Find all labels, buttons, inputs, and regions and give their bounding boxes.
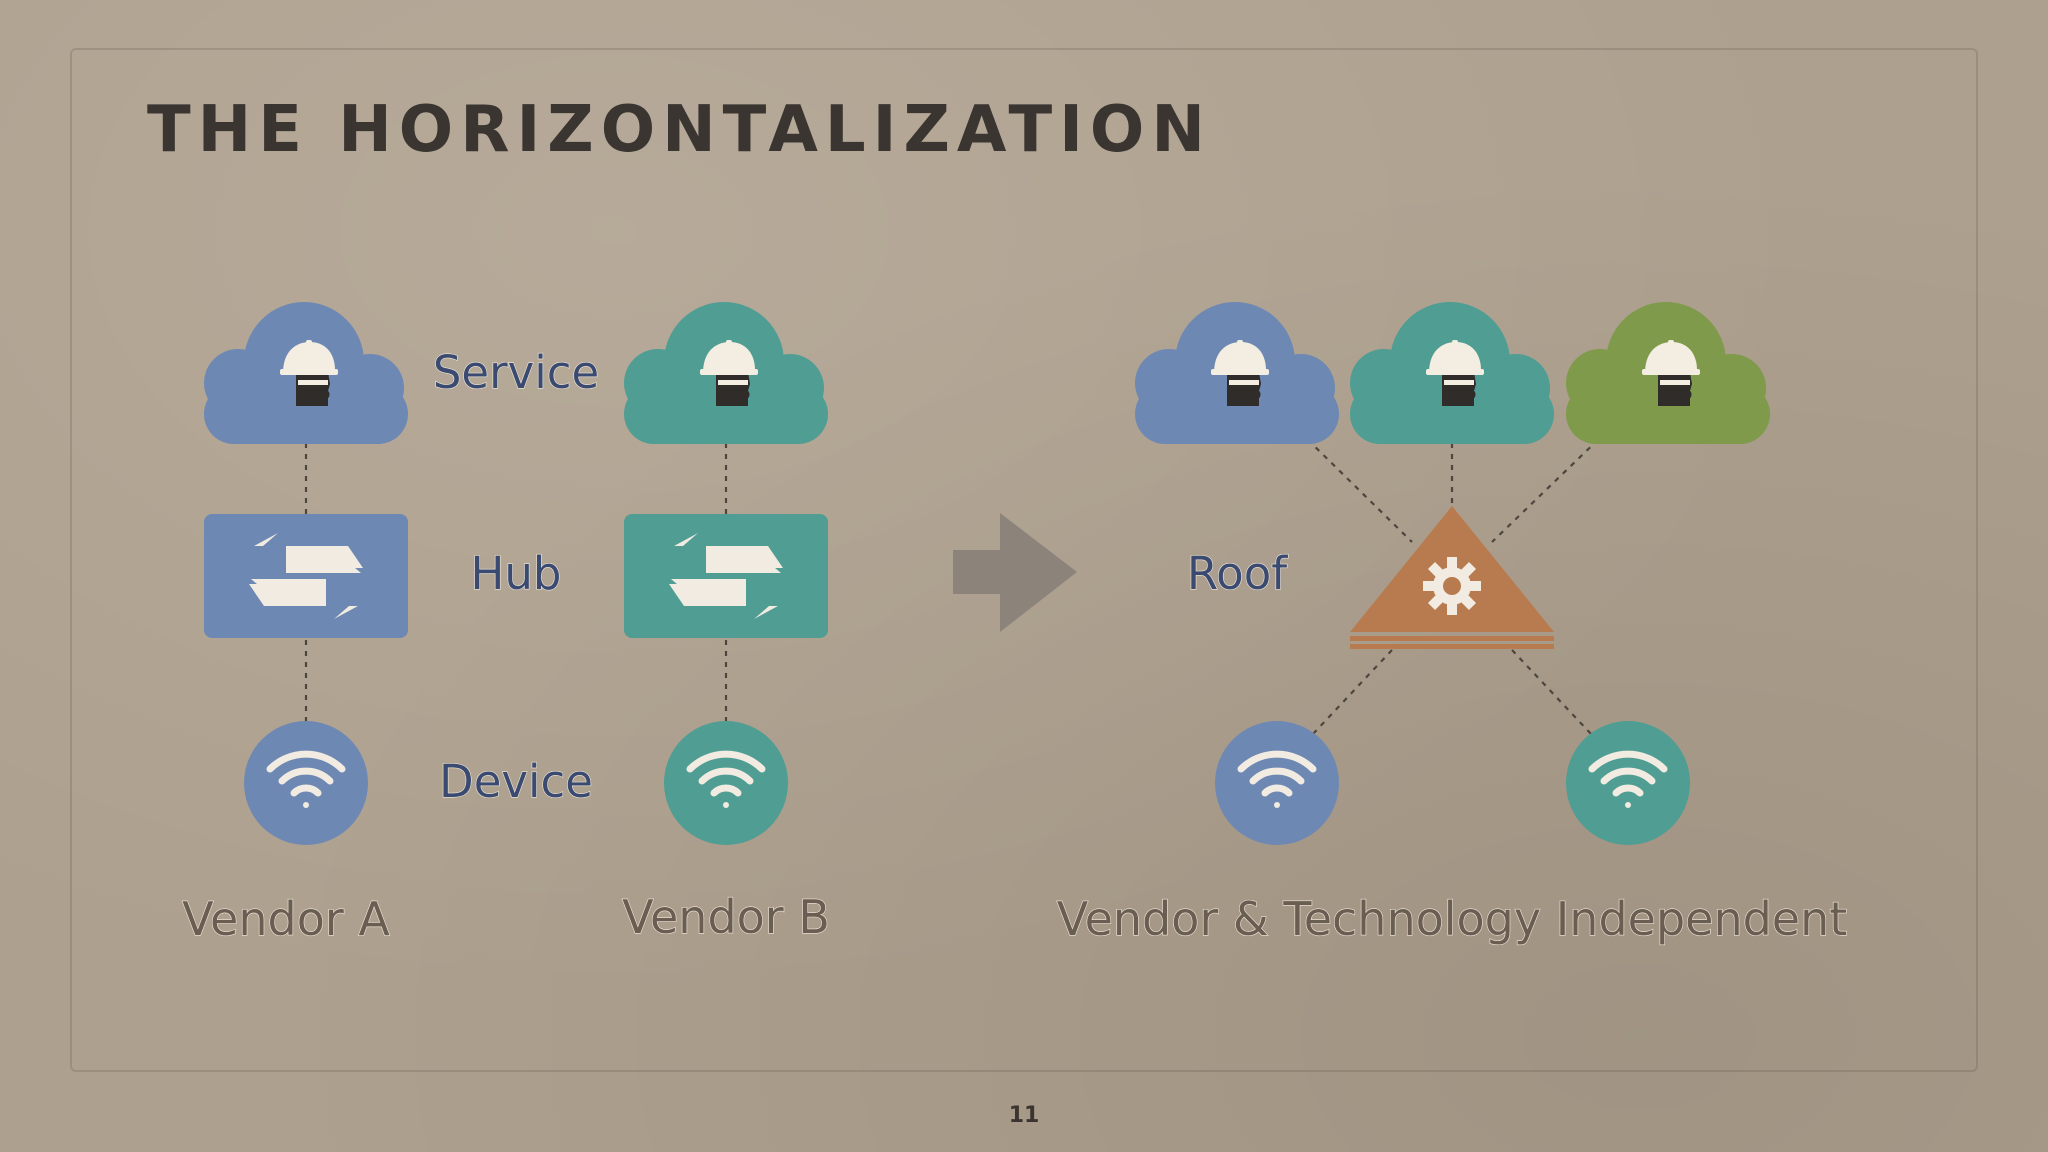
independent-blue-service-cloud-icon [1135, 302, 1339, 444]
vendor-a-device-wifi-icon [244, 721, 368, 845]
independent-teal-device-wifi-icon [1566, 721, 1690, 845]
slide-title: THE HORIZONTALIZATION [147, 93, 1212, 167]
vendor-b-hub-icon [624, 514, 828, 638]
connector-green-cloud-roof [1491, 431, 1607, 543]
vendor-a-hub-icon [204, 514, 408, 638]
right-arrow-icon [953, 513, 1077, 632]
roof-gear-icon [1350, 506, 1554, 649]
device-layer-label: Device [439, 755, 593, 808]
connector-blue-cloud-roof [1299, 431, 1413, 543]
roof-layer-label: Roof [1187, 547, 1288, 600]
connector-roof-device-blue [1311, 649, 1393, 736]
slide-frame [70, 48, 1978, 1072]
independent-green-service-cloud-icon [1566, 302, 1770, 444]
service-layer-label: Service [433, 346, 599, 399]
vendor-b-label: Vendor B [622, 890, 830, 944]
connector-roof-device-teal [1511, 649, 1593, 736]
independent-teal-service-cloud-icon [1350, 302, 1554, 444]
vendor-b-device-wifi-icon [664, 721, 788, 845]
vendor-a-service-cloud-icon [204, 302, 408, 444]
vendor-b-service-cloud-icon [624, 302, 828, 444]
independent-blue-device-wifi-icon [1215, 721, 1339, 845]
vendor-independent-label: Vendor & Technology Independent [1057, 892, 1848, 946]
vendor-a-label: Vendor A [182, 892, 390, 946]
hub-layer-label: Hub [471, 547, 562, 600]
page-number: 11 [1009, 1103, 1040, 1128]
